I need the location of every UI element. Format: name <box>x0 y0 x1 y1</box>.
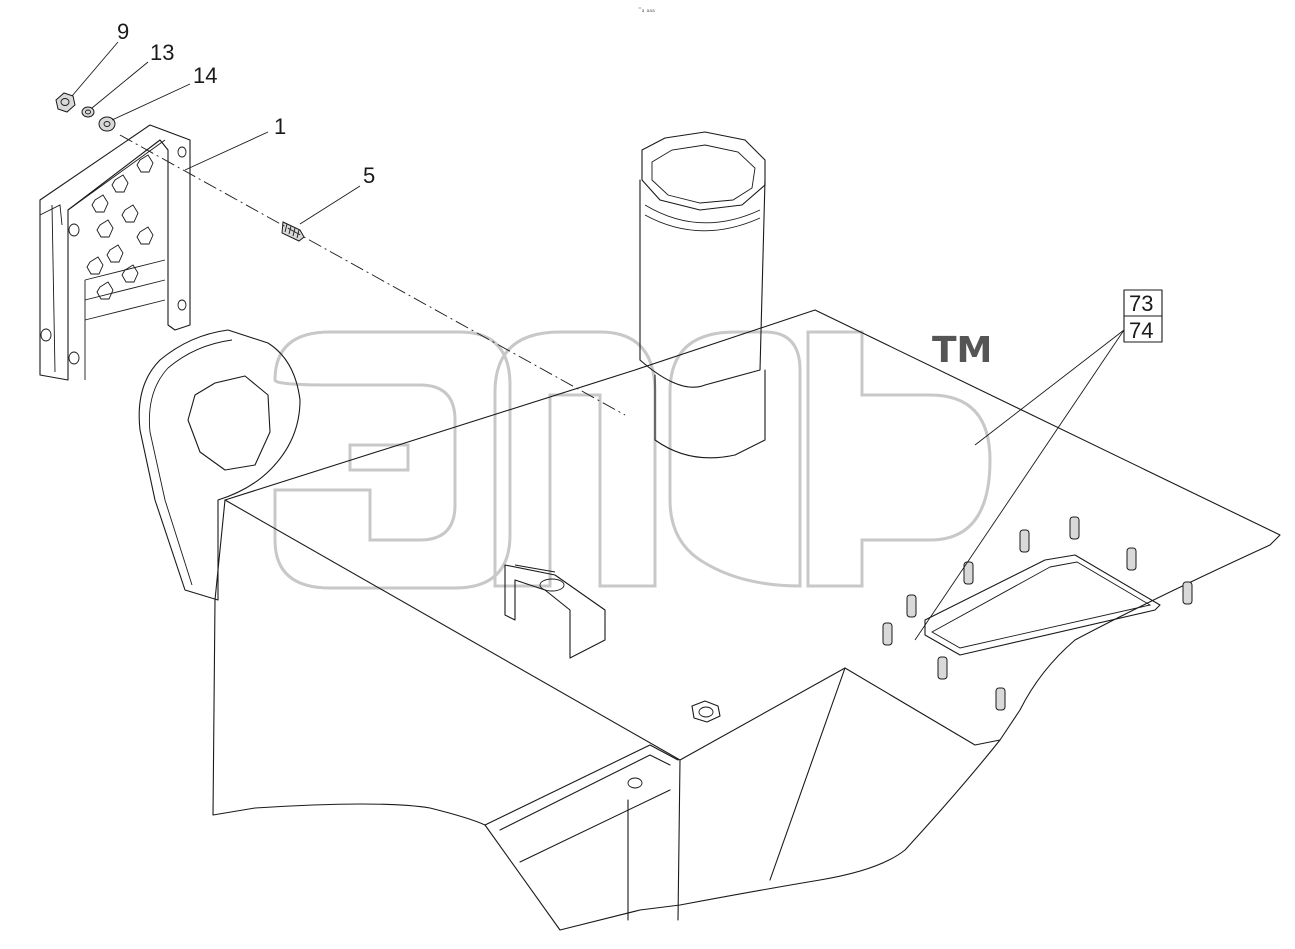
leader-opening <box>914 329 1125 641</box>
callout-1: 1 <box>184 114 286 171</box>
callout-13: 13 <box>91 40 174 109</box>
lockwasher-13 <box>81 106 95 118</box>
mounting-opening <box>924 554 1161 656</box>
stud <box>906 594 917 618</box>
hinge-lug <box>138 329 301 601</box>
callout-label: 5 <box>363 163 375 188</box>
center-bracket <box>504 564 606 659</box>
base-frame <box>212 309 1281 931</box>
bolt-5 <box>281 221 305 242</box>
callout-label: 13 <box>150 40 174 65</box>
bracket-plate <box>39 124 191 381</box>
trademark-symbol: TM <box>932 330 992 371</box>
callout-label: 9 <box>117 19 129 44</box>
stud <box>1069 516 1080 540</box>
callout-5: 5 <box>299 163 375 225</box>
stud <box>1019 529 1030 553</box>
callout-label-top: 73 <box>1129 291 1153 316</box>
callout-label-bottom: 74 <box>1129 318 1153 343</box>
stud <box>1126 547 1137 571</box>
header-mark: ⁼ₐ ₐₐₐ <box>638 6 655 14</box>
callout-label: 14 <box>193 63 217 88</box>
stud <box>937 656 948 680</box>
stud <box>882 622 893 646</box>
callout-14: 14 <box>111 63 217 121</box>
watermark-logo: TM <box>273 330 992 590</box>
nut-9 <box>55 92 76 113</box>
stud <box>1182 581 1193 605</box>
stud <box>995 687 1006 711</box>
cylinder <box>639 131 766 459</box>
washer-14 <box>98 116 116 132</box>
stud <box>963 561 974 585</box>
callout-9: 9 <box>71 19 129 97</box>
assembly-axis <box>119 134 626 416</box>
callout-73-74: 73 74 <box>974 289 1163 446</box>
callout-label: 1 <box>274 114 286 139</box>
plate-holes <box>86 154 154 300</box>
studs <box>882 516 1193 711</box>
